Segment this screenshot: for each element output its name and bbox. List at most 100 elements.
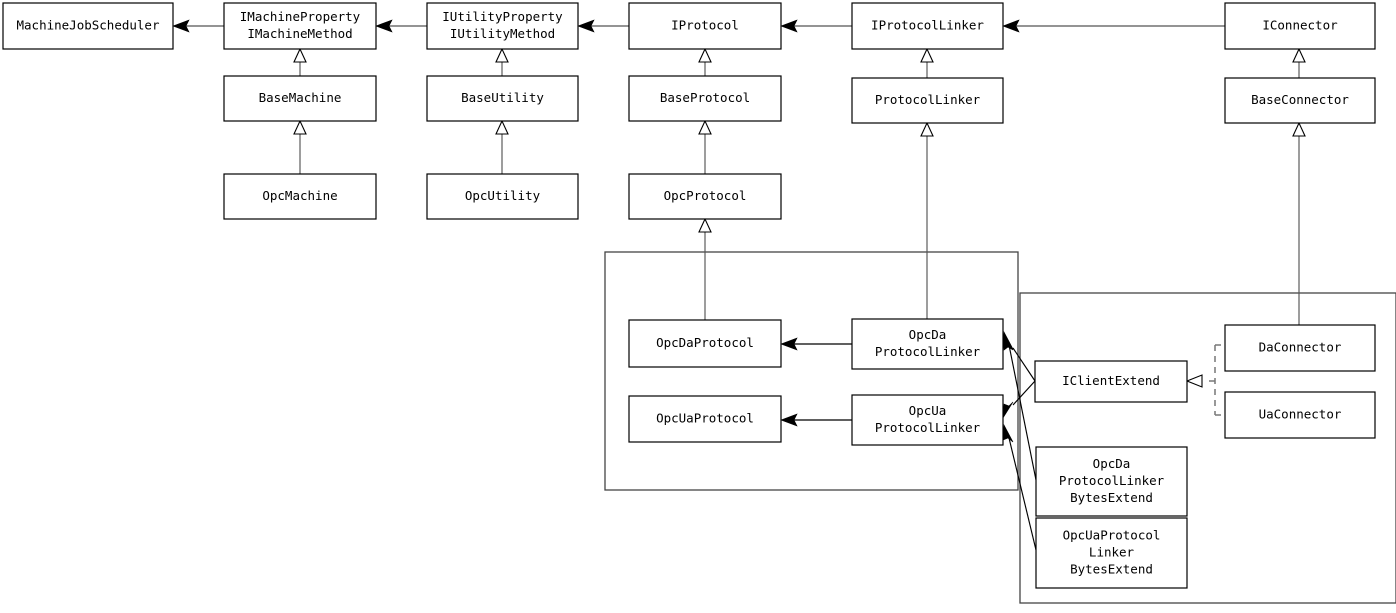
edge-iprotocollinker-to-iprotocol <box>780 19 852 33</box>
edge-daconnector-to-baseconnector <box>1292 121 1306 325</box>
class-label-opcdaprotocollinker: OpcDa <box>909 327 947 342</box>
class-label-opcuaprotocollinker: OpcUa <box>909 403 947 418</box>
class-label-iutilityproperty: IUtilityProperty <box>442 9 563 24</box>
class-label-baseutility: BaseUtility <box>461 90 544 105</box>
class-box-imachineproperty[interactable] <box>223 2 377 50</box>
class-node-opcdaprotocol[interactable]: OpcDaProtocol <box>628 319 782 368</box>
edge-basemachine-to-imachineproperty <box>293 47 307 76</box>
class-node-basemachine[interactable]: BaseMachine <box>223 75 377 122</box>
class-box-opcdaprotocollinker[interactable] <box>851 318 1004 370</box>
class-box-baseutility[interactable] <box>426 75 579 122</box>
class-node-baseutility[interactable]: BaseUtility <box>426 75 579 122</box>
class-label-opcmachine: OpcMachine <box>262 188 337 203</box>
edge-protocollinker-to-iprotocollinker <box>920 47 934 78</box>
edge-opcutility-to-baseutility <box>495 119 509 174</box>
edge-connectors-realize-iclientextend <box>1185 344 1225 416</box>
class-label-opcdaprotocollinker: ProtocolLinker <box>875 344 981 359</box>
class-label-iconnector: IConnector <box>1262 18 1338 33</box>
edge-opcdaprotocollinker-to-protocollinker <box>920 121 934 319</box>
class-label-opcuaprotocollinkerbytesextend: OpcUaProtocol <box>1063 528 1161 543</box>
edge-iprotocol-to-iutilityproperty <box>577 19 629 33</box>
class-label-opcdaprotocollinkerbytesextend: BytesExtend <box>1070 490 1153 505</box>
class-node-protocollinker[interactable]: ProtocolLinker <box>851 77 1004 124</box>
class-label-imachineproperty: IMachineProperty <box>240 9 361 24</box>
class-label-iclientextend: IClientExtend <box>1062 373 1160 388</box>
class-node-machinejobscheduler[interactable]: MachineJobScheduler <box>2 2 174 50</box>
realization-triangle <box>1185 374 1203 388</box>
class-node-baseprotocol[interactable]: BaseProtocol <box>628 75 782 122</box>
node-layer: MachineJobSchedulerIMachinePropertyIMach… <box>2 2 1376 589</box>
class-node-opcuaprotocol[interactable]: OpcUaProtocol <box>628 395 782 443</box>
edge-iutilityproperty-to-imachineproperty <box>375 19 427 33</box>
class-box-opcuaprotocol[interactable] <box>628 395 782 443</box>
class-box-uaconnector[interactable] <box>1224 391 1376 439</box>
class-label-iprotocol: IProtocol <box>671 18 739 33</box>
edge-opcdaprotocollinker-to-opcdaprotocol <box>780 337 852 351</box>
edge-opcuaprotocollinker-to-opcuaprotocol <box>780 413 852 427</box>
edge-baseconnector-to-iconnector <box>1292 47 1306 78</box>
class-box-iprotocollinker[interactable] <box>851 2 1004 50</box>
class-label-opcuaprotocollinkerbytesextend: Linker <box>1089 545 1135 560</box>
class-label-opcdaprotocol: OpcDaProtocol <box>656 335 754 350</box>
class-label-uaconnector: UaConnector <box>1259 407 1342 422</box>
class-box-iprotocol[interactable] <box>628 2 782 50</box>
class-label-iutilityproperty: IUtilityMethod <box>450 26 555 41</box>
class-box-baseprotocol[interactable] <box>628 75 782 122</box>
class-node-opcprotocol[interactable]: OpcProtocol <box>628 173 782 220</box>
class-node-iconnector[interactable]: IConnector <box>1224 2 1376 50</box>
class-node-opcmachine[interactable]: OpcMachine <box>223 173 377 220</box>
class-node-iprotocol[interactable]: IProtocol <box>628 2 782 50</box>
class-label-baseconnector: BaseConnector <box>1251 92 1349 107</box>
class-label-opcdaprotocollinkerbytesextend: ProtocolLinker <box>1059 473 1165 488</box>
class-label-opcuaprotocollinker: ProtocolLinker <box>875 420 981 435</box>
group-extend-connector <box>1019 292 1396 604</box>
class-label-opcutility: OpcUtility <box>465 188 541 203</box>
class-label-daconnector: DaConnector <box>1259 340 1342 355</box>
class-label-protocollinker: ProtocolLinker <box>875 92 981 107</box>
class-label-opcprotocol: OpcProtocol <box>664 188 747 203</box>
class-box-protocollinker[interactable] <box>851 77 1004 124</box>
class-box-machinejobscheduler[interactable] <box>2 2 174 50</box>
edge-opcprotocol-to-baseprotocol <box>698 119 712 174</box>
class-box-opcuaprotocollinker[interactable] <box>851 394 1004 446</box>
class-box-baseconnector[interactable] <box>1224 77 1376 124</box>
group-protocol-linker <box>604 251 1019 491</box>
class-box-opcmachine[interactable] <box>223 173 377 220</box>
edge-baseutility-to-iutilityproperty <box>495 47 509 76</box>
class-label-opcuaprotocol: OpcUaProtocol <box>656 411 754 426</box>
class-box-iclientextend[interactable] <box>1034 360 1188 403</box>
class-box-opcprotocol[interactable] <box>628 173 782 220</box>
class-node-baseconnector[interactable]: BaseConnector <box>1224 77 1376 124</box>
edge-baseprotocol-to-iprotocol <box>698 47 712 76</box>
class-node-iclientextend[interactable]: IClientExtend <box>1034 360 1188 403</box>
class-box-iconnector[interactable] <box>1224 2 1376 50</box>
class-box-opcutility[interactable] <box>426 173 579 220</box>
class-label-imachineproperty: IMachineMethod <box>247 26 352 41</box>
class-node-daconnector[interactable]: DaConnector <box>1224 324 1376 372</box>
class-node-iprotocollinker[interactable]: IProtocolLinker <box>851 2 1004 50</box>
class-node-opcutility[interactable]: OpcUtility <box>426 173 579 220</box>
class-box-daconnector[interactable] <box>1224 324 1376 372</box>
class-label-baseprotocol: BaseProtocol <box>660 90 750 105</box>
class-label-basemachine: BaseMachine <box>259 90 342 105</box>
class-box-opcdaprotocol[interactable] <box>628 319 782 368</box>
class-box-basemachine[interactable] <box>223 75 377 122</box>
class-label-opcdaprotocollinkerbytesextend: OpcDa <box>1093 456 1131 471</box>
class-box-opcuaprotocollinkerbytesextend[interactable] <box>1035 517 1188 589</box>
edge-imachineproperty-to-machinejobscheduler <box>172 19 224 33</box>
class-box-iutilityproperty[interactable] <box>426 2 579 50</box>
edge-layer <box>172 19 1306 551</box>
class-label-iprotocollinker: IProtocolLinker <box>871 18 984 33</box>
edge-opcdaprotocol-to-opcprotocol <box>698 217 712 320</box>
edge-opcmachine-to-basemachine <box>293 119 307 174</box>
class-node-uaconnector[interactable]: UaConnector <box>1224 391 1376 439</box>
class-box-opcdaprotocollinkerbytesextend[interactable] <box>1035 446 1188 517</box>
